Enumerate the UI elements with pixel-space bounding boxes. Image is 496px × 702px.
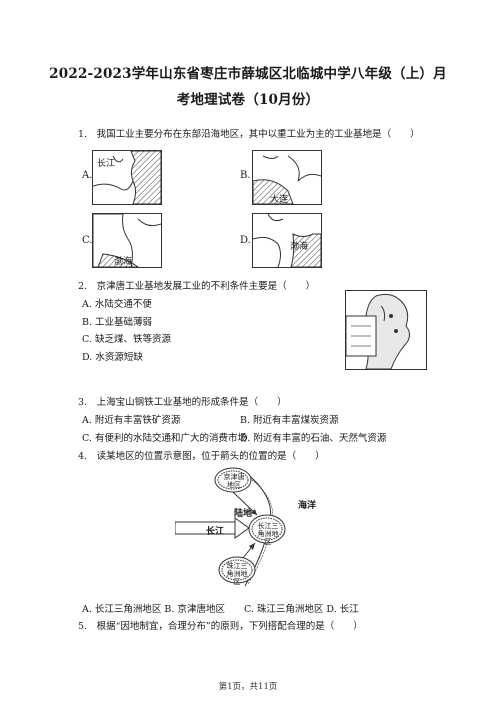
q3-option-b: B. 附近有丰富煤炭资源 [240,415,339,426]
q4-diagram-sea-label: 海洋 [298,501,317,511]
q2-option-b: B. 工业基础薄弱 [82,317,153,328]
q4-diagram-land-label: 陆地 [234,509,253,519]
exam-title-line1: 2022-2023学年山东省枣庄市薛城区北临城中学八年级（上）月 [49,66,447,82]
q2-option-d: D. 水资源短缺 [82,352,143,363]
q3-option-c: C. 有便利的水陆交通和广大的消费市场 [82,433,247,444]
q3-option-d: D. 附近有丰富的石油、天然气资源 [240,433,387,444]
q1-option-a-label: A. [82,170,93,181]
question-1-text: 1. 我国工业主要分布在东部沿海地区，其中以重工业为主的工业基地是（ ） [78,129,420,140]
exam-title-line2: 考地理试卷（10月份） [176,92,320,108]
q1-option-d-label: D. [240,235,251,246]
q1-map-a-label: 长江 [97,159,116,169]
q2-option-c: C. 缺乏煤、铁等资源 [82,334,171,345]
page-footer: 第1页，共11页 [218,682,278,692]
q3-option-a: A. 附近有丰富铁矿资源 [82,415,181,426]
q4-diagram-center-label: 长江三角洲地区 [257,522,279,546]
q1-map-c-label: 渤海 [114,257,133,267]
question-2-text: 2. 京津唐工业基地发展工业的不利条件主要是（ ） [78,281,316,292]
q1-map-b-label: 大连 [270,195,289,205]
q1-map-d-label: 渤海 [290,242,309,252]
q1-map-b [252,150,322,205]
q1-map-a [92,150,162,205]
q4-diagram-river-label: 长江 [206,527,225,537]
question-5-text: 5. 根据“因地制宜，合理分布”的原则，下列搭配合理的是（ ） [78,621,363,632]
q4-diagram-bottom-label: 珠江三角洲地区 [226,562,248,586]
q1-option-c-label: C. [82,235,93,246]
q2-region-map [345,290,427,370]
q4-diagram-top-label: 京津唐地区 [223,473,245,489]
q4-location-diagram [175,467,286,587]
q2-option-a: A. 水陆交通不便 [82,299,152,310]
q4-options: A. 长江三角洲地区 B. 京津唐地区 C. 珠江三角洲地区 D. 长江 [82,604,359,615]
q1-map-c [92,213,162,268]
q1-option-b-label: B. [240,170,251,181]
q1-map-d [252,213,322,268]
question-4-text: 4. 读某地区的位置示意图，位于箭头的位置的是（ ） [78,451,325,462]
question-3-text: 3. 上海宝山钢铁工业基地的形成条件是（ ） [78,397,287,408]
